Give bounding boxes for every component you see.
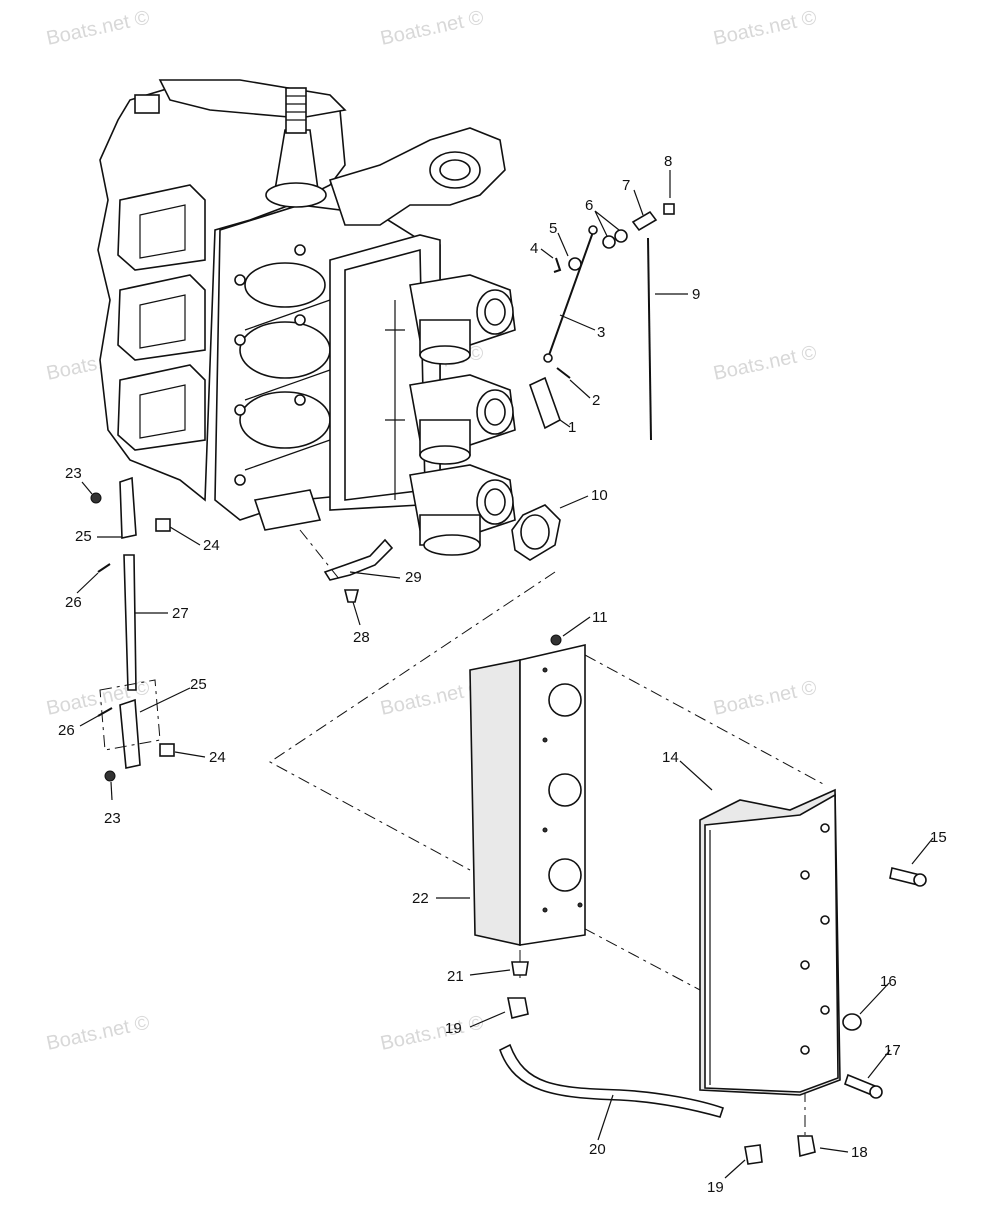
part-3-rod	[547, 231, 594, 359]
part-19-clamp	[507, 997, 529, 1019]
watermark: Boats.net ©	[44, 7, 151, 50]
part-29-clamp	[323, 538, 394, 581]
part-24-clip	[155, 518, 171, 532]
part-20-hose	[499, 1043, 725, 1118]
part-26-screw-lower	[97, 707, 113, 717]
callout-26: 26	[58, 722, 75, 739]
watermark: Boats.net ©	[711, 7, 818, 50]
callout-17: 17	[884, 1042, 901, 1059]
part-1-sleeve	[529, 376, 561, 430]
part-28-screw	[343, 589, 360, 603]
part-26-screw	[97, 563, 111, 573]
throttle-linkage	[90, 476, 394, 782]
watermark: Boats.net ©	[378, 7, 485, 50]
part-27-link	[123, 554, 137, 691]
watermark: Boats.net ©	[378, 1012, 485, 1055]
carburetors	[329, 234, 516, 556]
part-23-nut	[90, 492, 102, 504]
callout-7: 7	[622, 177, 630, 194]
callout-26: 26	[65, 594, 82, 611]
linkage-parts	[511, 203, 675, 561]
part-25-bracket	[119, 476, 137, 539]
watermark: Boats.net ©	[44, 1012, 151, 1055]
part-22-adapter-plate	[469, 634, 586, 946]
callout-23: 23	[104, 810, 121, 827]
watermark: Boats.net ©	[711, 342, 818, 385]
callout-15: 15	[930, 829, 947, 846]
callout-19: 19	[445, 1020, 462, 1037]
callout-28: 28	[353, 629, 370, 646]
part-19-clamp-lower	[744, 1144, 763, 1165]
callouts: 1 2 3 4 5 6 7 8 9 10 11 14 15 16 17 18 1…	[58, 153, 947, 1196]
callout-14: 14	[662, 749, 679, 766]
callout-22: 22	[412, 890, 429, 907]
part-16-plug	[842, 1013, 862, 1031]
callout-5: 5	[549, 220, 557, 237]
part-7-fitting	[631, 210, 658, 232]
hose-assembly	[499, 961, 763, 1165]
callout-10: 10	[591, 487, 608, 504]
part-11-screw	[550, 634, 562, 646]
cover-fasteners	[797, 867, 927, 1158]
part-4-clip	[553, 257, 562, 273]
part-14-cover	[699, 788, 841, 1096]
callout-3: 3	[597, 324, 605, 341]
part-23-nut-lower	[104, 770, 116, 782]
callout-24: 24	[209, 749, 226, 766]
part-24-clip-lower	[159, 743, 175, 757]
callout-1: 1	[568, 419, 576, 436]
callout-4: 4	[530, 240, 538, 257]
part-2-pin	[556, 367, 571, 379]
callout-16: 16	[880, 973, 897, 990]
engine-block	[97, 79, 506, 531]
callout-19: 19	[707, 1179, 724, 1196]
callout-11: 11	[592, 609, 608, 626]
callout-25: 25	[75, 528, 92, 545]
callout-29: 29	[405, 569, 422, 586]
callout-6: 6	[585, 197, 593, 214]
part-8-screw	[663, 203, 675, 215]
leader-lines	[76, 170, 934, 1179]
part-21-fitting	[511, 961, 529, 976]
part-18-fitting	[797, 1135, 816, 1158]
part-25-bracket-lower	[119, 698, 141, 769]
callout-25: 25	[190, 676, 207, 693]
callout-21: 21	[447, 968, 464, 985]
callout-23: 23	[65, 465, 82, 482]
part-6-washer	[614, 229, 628, 243]
part-9-rod	[647, 237, 652, 441]
callout-24: 24	[203, 537, 220, 554]
callout-8: 8	[664, 153, 672, 170]
part-6-washer	[602, 235, 616, 249]
callout-20: 20	[589, 1141, 606, 1158]
callout-27: 27	[172, 605, 189, 622]
callout-18: 18	[851, 1144, 868, 1161]
part-5-nut	[568, 257, 582, 271]
callout-2: 2	[592, 392, 600, 409]
watermark: Boats.net ©	[711, 677, 818, 720]
callout-9: 9	[692, 286, 700, 303]
